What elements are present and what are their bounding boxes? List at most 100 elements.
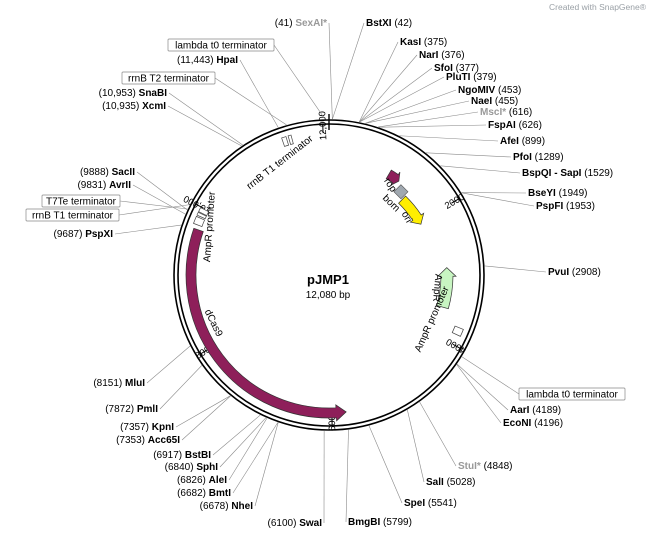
enzyme-label[interactable]: (10,953) SnaBI [99, 88, 168, 99]
enzyme-label[interactable]: PvuI (2908) [548, 267, 601, 278]
boxed-feature-labels: lambda t0 terminator rrnB T2 terminatorT7… [25, 38, 626, 401]
boxed-feature-label[interactable]: rrnB T2 terminator [128, 74, 210, 85]
enzyme-label[interactable]: FspAI (626) [488, 120, 542, 131]
enzyme-label[interactable]: PspFI (1953) [536, 201, 595, 212]
ori-arrow [398, 195, 425, 225]
feature-label: AmpR [430, 274, 443, 303]
enzyme-label[interactable]: NarI (376) [419, 50, 465, 61]
enzyme-label[interactable]: (7353) Acc65I [116, 435, 180, 446]
enzyme-position: (6678) [200, 501, 229, 512]
enzyme-position: (9831) [77, 180, 106, 191]
enzyme-position: (455) [495, 96, 518, 107]
enzyme-label[interactable]: NaeI (455) [471, 96, 518, 107]
enzyme-leader [219, 417, 267, 468]
enzyme-position: (1529) [584, 168, 613, 179]
enzyme-label[interactable]: (41) SexAI* [275, 18, 327, 29]
enzyme-label[interactable]: (6100) SwaI [268, 518, 323, 529]
enzyme-label[interactable]: (8151) MluI [93, 378, 145, 389]
boxed-feature-label[interactable]: T7Te terminator [46, 197, 117, 208]
enzyme-label[interactable]: NgoMIV (453) [458, 85, 521, 96]
enzyme-position: (1289) [535, 152, 564, 163]
enzyme-label[interactable]: SalI (5028) [426, 477, 475, 488]
enzyme-leader [419, 401, 457, 467]
ampr-arrow [436, 267, 457, 310]
enzyme-name: HpaI [216, 55, 238, 66]
enzyme-label[interactable]: PluTI (379) [446, 72, 497, 83]
enzyme-name: BmgBI [348, 517, 380, 528]
enzyme-leader [456, 363, 509, 411]
enzyme-position: (6682) [177, 488, 206, 499]
enzyme-label[interactable]: AarI (4189) [510, 405, 561, 416]
enzyme-label[interactable]: EcoNI (4196) [503, 418, 563, 429]
feature-label: ori [399, 210, 414, 225]
boxed-label-frame [518, 387, 626, 401]
boxed-feature-label[interactable]: rrnB T1 terminator [32, 211, 114, 222]
enzyme-label[interactable]: (6678) NheI [200, 501, 254, 512]
enzyme-name: AvrII [109, 180, 131, 191]
enzyme-label[interactable]: BstXI (42) [366, 18, 412, 29]
enzyme-name: BstXI [366, 18, 392, 29]
enzyme-name: SalI [426, 477, 444, 488]
enzyme-label[interactable]: (10,935) XcmI [102, 101, 166, 112]
enzyme-label[interactable]: MscI* (616) [480, 107, 532, 118]
boxed-label-frame [167, 38, 275, 52]
enzyme-position: (377) [456, 63, 479, 74]
enzyme-label[interactable]: (6840) SphI [165, 462, 219, 473]
enzyme-leader [132, 184, 186, 215]
enzyme-label[interactable]: (6917) BstBI [153, 450, 211, 461]
enzyme-position: (9687) [54, 229, 83, 240]
enzyme-leader [159, 365, 203, 410]
tick-label: 6000 [327, 410, 338, 431]
enzyme-label[interactable]: BspQI - SapI (1529) [522, 168, 613, 179]
enzyme-position: (616) [509, 107, 532, 118]
enzyme-label[interactable]: (9687) PspXI [54, 229, 114, 240]
dcas9-arrow [185, 227, 347, 422]
enzyme-leader [114, 224, 182, 235]
enzyme-label[interactable]: (6682) BmtI [177, 488, 231, 499]
enzyme-leader [359, 67, 433, 123]
enzyme-name: NaeI [471, 96, 492, 107]
enzyme-position: (42) [394, 18, 412, 29]
enzyme-name: EcoNI [503, 418, 532, 429]
enzyme-leader [358, 41, 399, 123]
enzyme-label[interactable]: AfeI (899) [500, 136, 545, 147]
enzyme-leader [456, 364, 502, 424]
enzyme-leader [484, 265, 547, 273]
tick-mark [451, 198, 460, 204]
enzyme-label[interactable]: (6826) AleI [177, 475, 227, 486]
enzyme-position: (6826) [177, 475, 206, 486]
tick-label: 2000 [443, 192, 467, 212]
enzyme-label[interactable]: (9831) AvrII [77, 180, 131, 191]
rrnb-t1-terminator-top-marker [281, 136, 290, 147]
enzyme-position: (899) [522, 136, 545, 147]
enzyme-label[interactable]: SpeI (5541) [404, 498, 457, 509]
enzyme-position: (1953) [566, 201, 595, 212]
enzyme-name: KasI [400, 37, 421, 48]
enzyme-name: Acc65I [148, 435, 180, 446]
enzyme-position: (6100) [268, 518, 297, 529]
enzyme-label[interactable]: KasI (375) [400, 37, 447, 48]
enzyme-label[interactable]: (11,443) HpaI [177, 55, 238, 66]
enzyme-position: (7872) [105, 404, 134, 415]
enzyme-leader [167, 105, 242, 147]
boxed-feature-label[interactable]: lambda t0 terminator [526, 390, 618, 401]
boxed-label-frame [121, 71, 216, 85]
enzyme-leader [328, 22, 333, 120]
enzyme-label[interactable]: (7872) PmlI [105, 404, 158, 415]
enzyme-position: (6840) [165, 462, 194, 473]
enzyme-label[interactable]: (9888) SacII [80, 167, 135, 178]
enzyme-label[interactable]: SfoI (377) [434, 63, 479, 74]
enzyme-label[interactable]: BseYI (1949) [528, 188, 587, 199]
enzyme-name: AarI [510, 405, 530, 416]
enzyme-label[interactable]: BmgBI (5799) [348, 517, 412, 528]
enzyme-name: PspFI [536, 201, 563, 212]
enzyme-name: AleI [209, 475, 228, 486]
enzyme-position: (5028) [447, 477, 476, 488]
enzyme-leader [332, 22, 365, 120]
enzyme-label[interactable]: StuI* (4848) [458, 461, 512, 472]
boxed-feature-label[interactable]: lambda t0 terminator [175, 41, 267, 52]
enzyme-leader [168, 92, 243, 146]
boxed-label-frame [25, 208, 120, 222]
enzyme-label[interactable]: PfoI (1289) [513, 152, 564, 163]
enzyme-label[interactable]: (7357) KpnI [120, 422, 174, 433]
